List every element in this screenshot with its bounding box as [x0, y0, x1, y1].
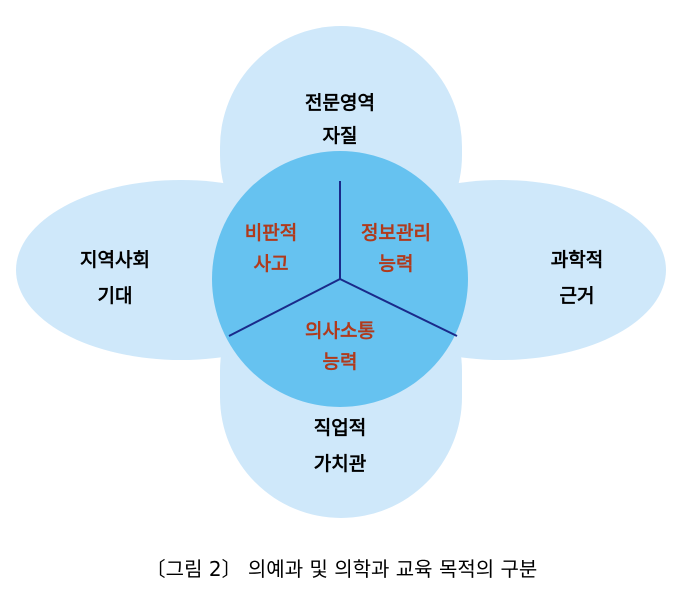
center-bottom-line1: 의사소통 [305, 320, 375, 342]
petal-left-line1: 지역사회 [80, 249, 150, 271]
petal-right-line2: 근거 [560, 285, 595, 307]
petal-left-line2: 기대 [98, 285, 133, 307]
center-right-line2: 능력 [379, 253, 414, 275]
center-left-line1: 비판적 [245, 222, 297, 244]
divider-left [228, 278, 341, 337]
center-left-line2: 사고 [254, 253, 289, 275]
purpose-diagram: 전문영역 자질 지역사회 기대 과학적 근거 직업적 가치관 비판적 사고 정보… [16, 26, 666, 518]
center-bottom-line2: 능력 [323, 351, 358, 373]
petal-top-line1: 전문영역 [305, 92, 375, 114]
figure-caption: 〔그림 2〕 의예과 및 의학과 교육 목적의 구분 [145, 557, 538, 581]
center-right-line1: 정보관리 [361, 222, 431, 244]
petal-bottom-line1: 직업적 [314, 417, 366, 439]
petal-right-line1: 과학적 [551, 249, 603, 271]
divider-right [339, 278, 458, 337]
petal-top-line2: 자질 [323, 125, 358, 147]
petal-bottom-line2: 가치관 [314, 453, 367, 475]
